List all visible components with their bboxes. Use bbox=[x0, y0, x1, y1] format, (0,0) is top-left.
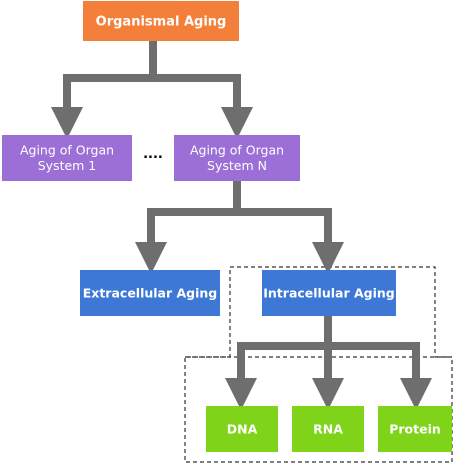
node-box-organismal bbox=[83, 1, 239, 41]
connectors bbox=[51, 41, 432, 410]
node-label-organN-line-2: System N bbox=[207, 158, 267, 173]
node-label-extracellular-line-1: Extracellular Aging bbox=[83, 285, 218, 300]
node-dna: DNA bbox=[206, 406, 278, 452]
node-label-organN-line-1: Aging of Organ bbox=[190, 143, 284, 158]
node-label-organismal-line-1: Organismal Aging bbox=[96, 15, 227, 30]
node-box-dna bbox=[206, 406, 278, 452]
node-organismal: Organismal Aging bbox=[83, 1, 239, 41]
node-protein: Protein bbox=[378, 406, 452, 452]
node-intracellular: Intracellular Aging bbox=[262, 270, 396, 316]
node-box-rna bbox=[292, 406, 364, 452]
node-box-intracellular bbox=[262, 270, 396, 316]
node-box-organ1 bbox=[2, 135, 132, 181]
node-label-dna-line-1: DNA bbox=[227, 421, 258, 436]
node-label-organ1-line-2: System 1 bbox=[38, 158, 97, 173]
node-label-intracellular-line-1: Intracellular Aging bbox=[263, 285, 394, 300]
node-label-organ1-line-1: Aging of Organ bbox=[20, 143, 114, 158]
node-label-rna-line-1: RNA bbox=[313, 421, 343, 436]
node-box-organN bbox=[174, 135, 300, 181]
ellipsis-text: .... bbox=[143, 147, 163, 162]
group-boxes bbox=[184, 266, 453, 463]
node-rna: RNA bbox=[292, 406, 364, 452]
node-extracellular: Extracellular Aging bbox=[80, 270, 220, 316]
node-box-extracellular bbox=[80, 270, 220, 316]
node-label-protein-line-1: Protein bbox=[389, 421, 441, 436]
node-box-protein bbox=[378, 406, 452, 452]
